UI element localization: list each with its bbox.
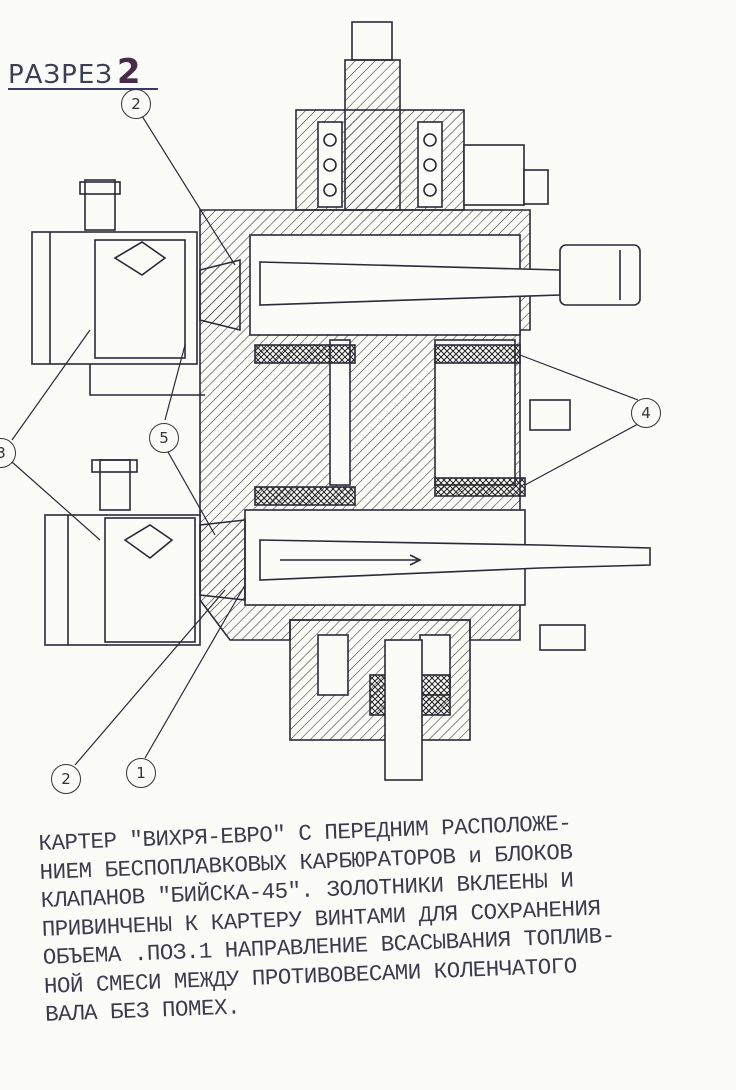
callout-5: 5 — [149, 423, 179, 453]
title-underline — [8, 88, 158, 90]
callout-2-bottom: 2 — [51, 764, 81, 794]
section-title-label: РАЗРЕЗ — [8, 60, 113, 90]
upper-piston — [559, 244, 641, 306]
top-shaft-nut — [351, 21, 393, 61]
crankcase-section-drawing — [11, 21, 651, 781]
callout-1: 1 — [126, 758, 156, 788]
bottom-shaft — [384, 639, 423, 781]
lower-reed-valve — [199, 519, 246, 601]
lower-connecting-rod — [259, 539, 651, 581]
upper-reed-valve — [199, 258, 241, 332]
caption-text: КАРТЕР "ВИХРЯ-ЕВРО" С ПЕРЕДНИМ РАСПОЛОЖЕ… — [38, 805, 705, 1030]
lower-carburetor — [44, 514, 201, 646]
upper-carburetor — [31, 231, 198, 365]
callout-4: 4 — [631, 398, 661, 428]
callout-2-top: 2 — [121, 89, 151, 119]
section-title-number: 2 — [116, 52, 142, 92]
